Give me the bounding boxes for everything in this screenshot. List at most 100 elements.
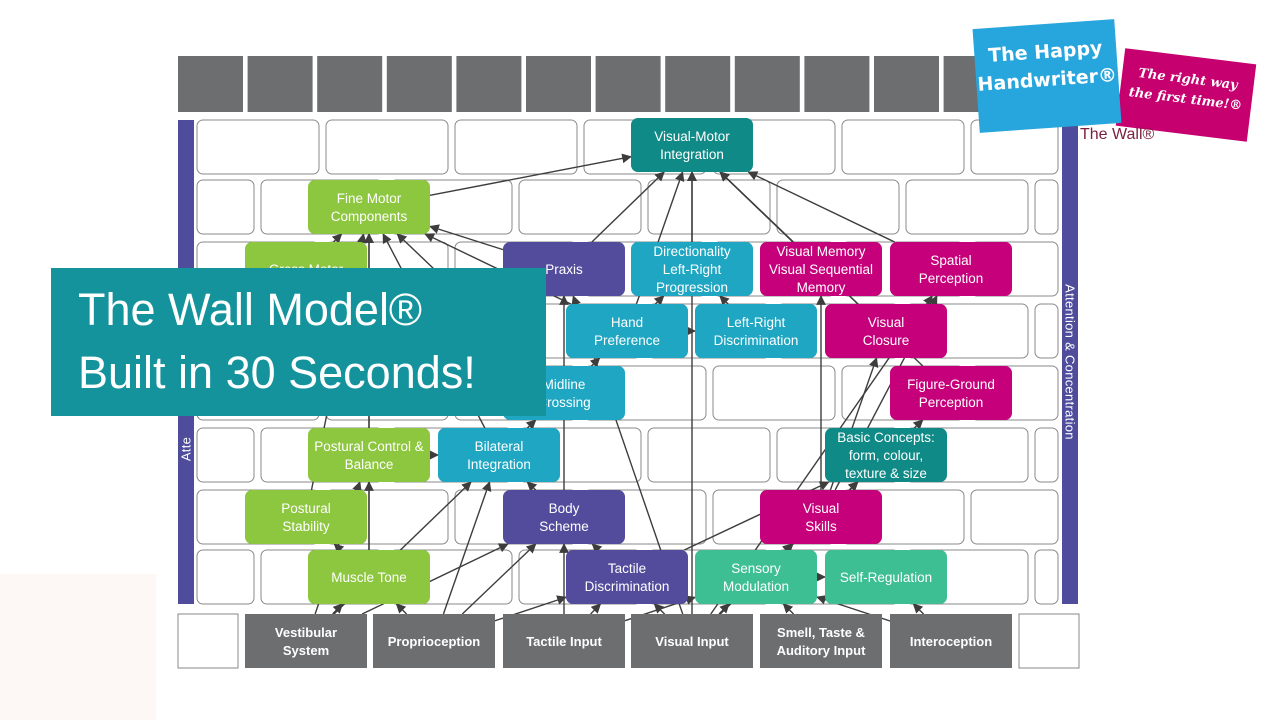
arrow-interoception-to-self-regulation	[912, 603, 925, 615]
arrow-body-scheme-to-bilateral-integration	[526, 481, 538, 492]
wall-brick	[841, 119, 965, 175]
node-box-visual-skills	[760, 490, 882, 544]
node-box-body-scheme	[503, 490, 625, 544]
node-box-fine-motor-components	[308, 180, 430, 234]
node-label-midline-crossing: Crossing	[537, 395, 590, 410]
node-label-spatial-perception: Perception	[919, 271, 984, 286]
node-label-visual-closure: Visual	[868, 315, 905, 330]
node-label-visual-memory: Memory	[797, 280, 846, 295]
wall-cap-block	[526, 56, 591, 112]
node-label-sensory-modulation: Sensory	[731, 561, 781, 576]
wall-cap-block	[874, 56, 939, 112]
node-label-fine-motor-components: Components	[331, 209, 408, 224]
node-box-visual-closure	[825, 304, 947, 358]
wall-brick	[1034, 549, 1059, 605]
node-label-smell-taste-auditory: Auditory Input	[777, 643, 866, 658]
node-label-postural-stability: Stability	[282, 519, 330, 534]
node-label-postural-control-balance: Postural Control &	[314, 439, 424, 454]
attention-concentration-label: Attention & Concentration	[1062, 284, 1078, 440]
node-label-visual-memory: Visual Memory	[776, 244, 865, 259]
node-label-left-right-discrimination: Left-Right	[727, 315, 786, 330]
banner-line-1: The Wall Model®	[78, 284, 423, 335]
node-label-bilateral-integration: Bilateral	[475, 439, 524, 454]
node-label-visual-motor-integration: Visual-Motor	[654, 129, 730, 144]
node-box-proprioception	[373, 614, 495, 668]
wall-brick	[1034, 427, 1059, 483]
node-label-body-scheme: Body	[549, 501, 580, 516]
node-label-directionality: Left-Right	[663, 262, 722, 277]
arrow-smell-taste-auditory-to-sensory-modulation	[782, 603, 795, 615]
corner-shade	[0, 574, 156, 720]
node-box-self-regulation	[825, 550, 947, 604]
wall-brick	[196, 179, 255, 235]
wall-brick	[1018, 613, 1080, 669]
wall-brick	[776, 179, 900, 235]
arrow-tactile-discrimination-to-body-scheme	[591, 543, 603, 554]
wall-cap-block	[247, 56, 313, 112]
right-side-bar	[1062, 120, 1078, 604]
arrow-vestibular-system-to-muscle-tone	[332, 603, 344, 615]
node-label-visual-memory: Visual Sequential	[769, 262, 873, 277]
node-label-body-scheme: Scheme	[539, 519, 589, 534]
node-self-regulation: Self-Regulation	[825, 550, 947, 604]
arrow-praxis-to-visual-motor-integration	[591, 171, 665, 243]
node-postural-control-balance: Postural Control & Balance	[308, 428, 430, 482]
node-label-interoception: Interoception	[910, 634, 992, 649]
wall-brick	[970, 489, 1059, 545]
wall-brick	[1034, 303, 1059, 359]
node-label-directionality: Directionality	[653, 244, 731, 259]
node-label-spatial-perception: Spatial	[930, 253, 971, 268]
node-label-basic-concepts: Basic Concepts:	[837, 430, 935, 445]
node-box-spatial-perception	[890, 242, 1012, 296]
node-label-visual-skills: Skills	[805, 519, 837, 534]
node-label-midline-crossing: Midline	[543, 377, 586, 392]
arrow-hand-preference-to-directionality	[653, 295, 665, 306]
node-label-postural-control-balance: Balance	[345, 457, 394, 472]
wall-cap-block	[734, 56, 800, 112]
node-box-visual-motor-integration	[631, 118, 753, 172]
node-box-directionality	[631, 242, 753, 296]
wall-cap-block	[456, 56, 522, 112]
wall-brick	[196, 427, 255, 483]
node-label-visual-motor-integration: Integration	[660, 147, 724, 162]
node-label-vestibular-system: Vestibular	[275, 625, 337, 640]
node-box-visual-input	[631, 614, 753, 668]
arrow-tactile-input-to-tactile-discrimination	[590, 603, 602, 615]
wall-cap-block	[317, 56, 383, 112]
node-smell-taste-auditory: Smell, Taste &Auditory Input	[760, 614, 882, 668]
arrow-proprioception-to-muscle-tone	[395, 603, 408, 615]
wall-brick	[1034, 179, 1059, 235]
node-label-figure-ground-perception: Perception	[919, 395, 984, 410]
arrow-left-right-discrimination-to-directionality	[719, 295, 730, 306]
node-label-basic-concepts: texture & size	[845, 466, 927, 481]
arrow-visual-input-to-sensory-modulation	[718, 603, 730, 615]
wall-brick	[196, 549, 255, 605]
node-basic-concepts: Basic Concepts:form, colour,texture & si…	[825, 428, 947, 482]
node-box-tactile-discrimination	[566, 550, 688, 604]
node-label-left-right-discrimination: Discrimination	[714, 333, 799, 348]
node-box-basic-concepts	[825, 428, 947, 482]
node-box-hand-preference	[566, 304, 688, 358]
node-label-visual-input: Visual Input	[655, 634, 729, 649]
node-proprioception: Proprioception	[373, 614, 495, 668]
arrow-bilateral-integration-to-midline-crossing	[525, 419, 537, 430]
node-interoception: Interoception	[890, 614, 1012, 668]
wall-cap-block	[595, 56, 661, 112]
wall-brick	[905, 179, 1029, 235]
node-label-tactile-discrimination: Discrimination	[585, 579, 670, 594]
node-label-self-regulation: Self-Regulation	[840, 570, 932, 585]
node-label-muscle-tone: Muscle Tone	[331, 570, 407, 585]
arrow-proprioception-to-bilateral-integration	[442, 481, 492, 615]
wall-brick	[647, 179, 771, 235]
node-label-tactile-discrimination: Tactile	[608, 561, 646, 576]
arrow-spatial-perception-to-visual-motor-integration	[747, 171, 895, 243]
node-label-bilateral-integration: Integration	[467, 457, 531, 472]
